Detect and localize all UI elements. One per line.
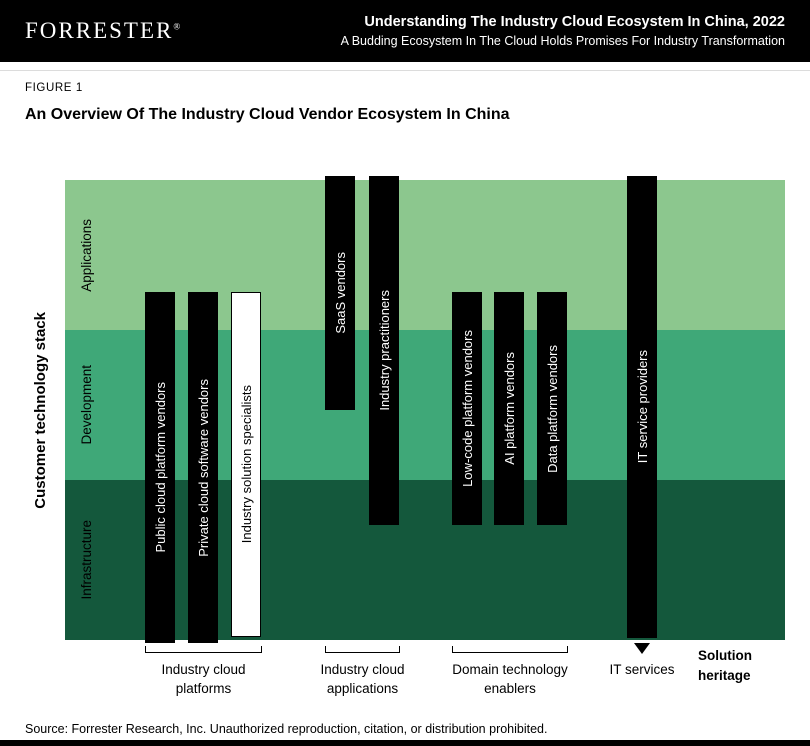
bar-label: Industry practitioners — [376, 290, 392, 411]
bar-industry-practitioners: Industry practitioners — [369, 176, 399, 525]
header-divider — [0, 70, 810, 71]
figure-label: FIGURE 1 — [25, 82, 83, 94]
layer-applications-label: Applications — [79, 218, 94, 292]
layer-infrastructure-label: Infrastructure — [79, 520, 94, 600]
group-label-industry-cloud-platforms: Industry cloud platforms — [161, 662, 246, 696]
bar-label: IT service providers — [634, 350, 650, 464]
bottom-rule — [0, 740, 810, 746]
bar-label: AI platform vendors — [501, 352, 517, 465]
bar-label: Industry solution specialists — [238, 385, 254, 544]
header-titles: Understanding The Industry Cloud Ecosyst… — [341, 14, 785, 48]
layer-development: Development — [65, 330, 785, 480]
layer-applications: Applications — [65, 180, 785, 330]
y-axis-label: Customer technology stack — [28, 180, 52, 640]
bracket-industry-cloud-platforms — [145, 646, 262, 653]
bar-low-code-platform-vendors: Low-code platform vendors — [452, 292, 482, 525]
bar-label: Low-code platform vendors — [459, 330, 475, 487]
group-label-industry-cloud-applications: Industry cloud applications — [320, 662, 405, 696]
source-line: Source: Forrester Research, Inc. Unautho… — [25, 722, 548, 736]
group-label-it-services: IT services — [609, 662, 675, 677]
y-axis-label-text: Customer technology stack — [31, 311, 49, 509]
bar-ai-platform-vendors: AI platform vendors — [494, 292, 524, 525]
bar-label: SaaS vendors — [332, 252, 348, 334]
solution-heritage-label: Solution heritage — [698, 648, 752, 683]
bar-industry-solution-specialists: Industry solution specialists — [231, 292, 261, 637]
bar-label: Data platform vendors — [544, 344, 560, 473]
group-label-domain-technology-enablers: Domain technology enablers — [452, 662, 568, 696]
bar-saas-vendors: SaaS vendors — [325, 176, 355, 410]
registered-mark: ® — [173, 21, 181, 32]
forrester-logo: FORRESTER® — [25, 18, 180, 44]
bar-label: Private cloud software vendors — [195, 378, 211, 557]
layer-infrastructure: Infrastructure — [65, 480, 785, 640]
report-subtitle: A Budding Ecosystem In The Cloud Holds P… — [340, 34, 785, 48]
bracket-domain-technology-enablers — [452, 646, 568, 653]
stack-plot: Applications Development Infrastructure — [65, 180, 785, 640]
bar-data-platform-vendors: Data platform vendors — [537, 292, 567, 525]
down-arrow-icon — [634, 643, 650, 654]
bar-public-cloud-platform-vendors: Public cloud platform vendors — [145, 292, 175, 643]
bar-it-service-providers: IT service providers — [627, 176, 657, 638]
layer-development-label: Development — [79, 365, 94, 445]
bar-private-cloud-software-vendors: Private cloud software vendors — [188, 292, 218, 643]
bracket-industry-cloud-applications — [325, 646, 400, 653]
figure-title: An Overview Of The Industry Cloud Vendor… — [25, 106, 510, 123]
header-bar: FORRESTER® Understanding The Industry Cl… — [0, 0, 810, 62]
report-title: Understanding The Industry Cloud Ecosyst… — [364, 14, 785, 30]
forrester-logo-text: FORRESTER — [25, 18, 174, 43]
bar-label: Public cloud platform vendors — [152, 382, 168, 553]
